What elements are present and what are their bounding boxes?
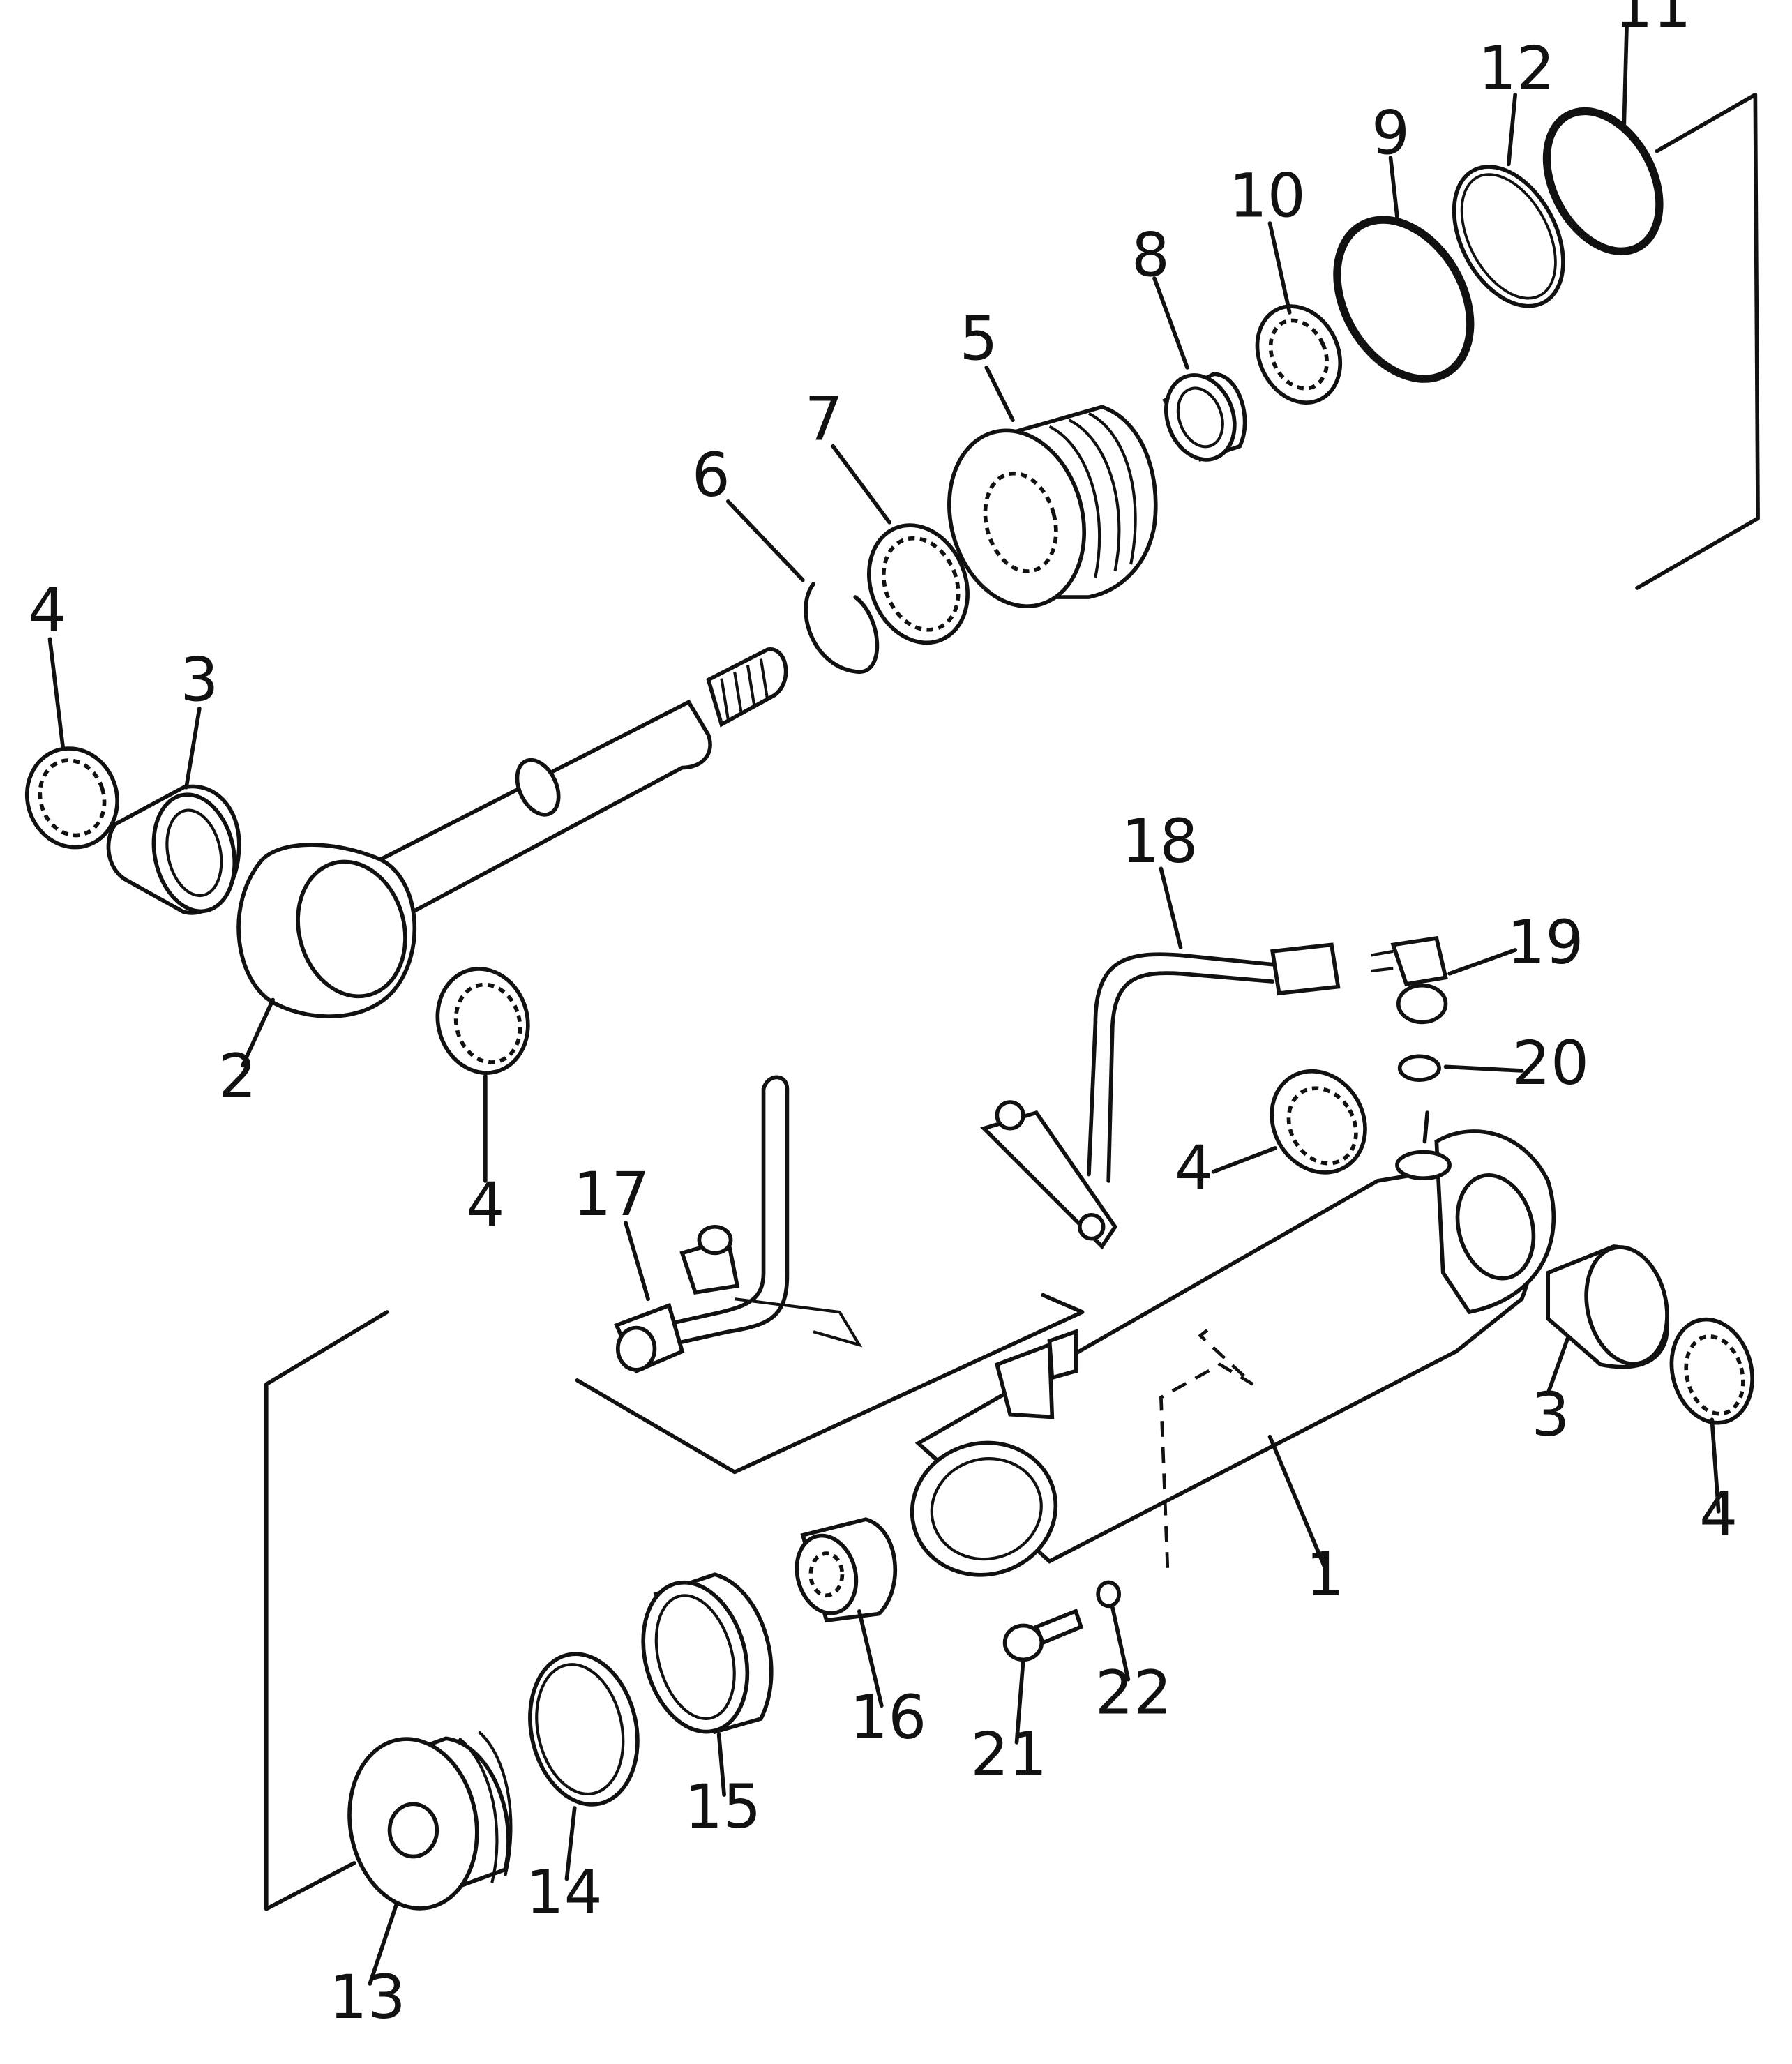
- callout-4-lower-center: 4: [1175, 1133, 1213, 1203]
- callout-9: 9: [1371, 98, 1410, 168]
- callout-1: 1: [1306, 1540, 1344, 1610]
- part-14-piston-seal: [528, 1652, 640, 1807]
- part-5-cylinder-head: [947, 405, 1158, 608]
- bracket-lower-left: [264, 1310, 389, 1911]
- part-17-pipe: [614, 1075, 863, 1374]
- callout-14: 14: [526, 1858, 603, 1927]
- part-13-piston: [347, 1731, 513, 1911]
- callout-22: 22: [1095, 1659, 1172, 1728]
- callout-4-upper-center: 4: [466, 1170, 504, 1240]
- part-20-o-ring: [1397, 1054, 1441, 1082]
- part-8-bushing: [1162, 372, 1247, 462]
- callout-2: 2: [218, 1042, 257, 1112]
- callout-4-lower-right: 4: [1699, 1480, 1738, 1550]
- callout-8: 8: [1131, 220, 1170, 290]
- callout-21: 21: [970, 1720, 1047, 1790]
- part-1-cylinder-tube: [910, 1129, 1556, 1577]
- callout-3-lower: 3: [1531, 1380, 1569, 1450]
- bracket-pipe-17: [575, 1293, 1085, 1475]
- callout-7: 7: [805, 384, 843, 454]
- part-11-o-ring: [1542, 107, 1664, 255]
- callout-17: 17: [573, 1160, 649, 1230]
- part-12-backup-ring: [1452, 165, 1565, 308]
- part-21-bolt: [1002, 1609, 1084, 1662]
- part-15-wear-ring: [641, 1572, 774, 1735]
- callout-20: 20: [1512, 1029, 1589, 1099]
- part-2-piston-rod: [236, 647, 788, 1018]
- callout-labels: 1 2 3 3 4 4 4 4 5 6 7 8 9 10 11 12 13 14…: [28, 0, 1738, 2033]
- callout-3-upper: 3: [180, 646, 218, 716]
- callout-18: 18: [1121, 807, 1198, 877]
- leader-lines: [47, 24, 1721, 1986]
- bracket-upper-right: [1635, 92, 1760, 590]
- part-3-sleeve-lower: [1546, 1244, 1670, 1369]
- part-18-pipe: [980, 942, 1341, 1250]
- part-10-seal: [1255, 304, 1343, 405]
- part-19-elbow-fitting: [1370, 935, 1448, 1025]
- callout-12: 12: [1478, 34, 1555, 104]
- part-6-snap-ring: [804, 582, 880, 675]
- part-3-sleeve-upper: [106, 784, 241, 915]
- callout-13: 13: [329, 1963, 406, 2033]
- part-9-o-ring: [1333, 216, 1475, 383]
- callout-5: 5: [959, 305, 997, 375]
- callout-6: 6: [692, 441, 730, 511]
- part-4-bushing-upper-left: [24, 746, 119, 850]
- callout-10: 10: [1229, 162, 1306, 232]
- part-7-bearing: [867, 523, 970, 645]
- callout-4-upper-left: 4: [28, 576, 66, 646]
- callout-16: 16: [850, 1683, 926, 1753]
- callout-19: 19: [1507, 908, 1583, 978]
- callout-15: 15: [684, 1772, 761, 1842]
- part-22-washer: [1096, 1580, 1122, 1609]
- part-4-bushing-lower-right: [1669, 1317, 1754, 1425]
- part-4-bushing-upper-center: [435, 967, 530, 1075]
- part-16-nut: [795, 1517, 898, 1623]
- part-4-bushing-lower-center: [1270, 1069, 1367, 1175]
- callout-11: 11: [1615, 0, 1692, 41]
